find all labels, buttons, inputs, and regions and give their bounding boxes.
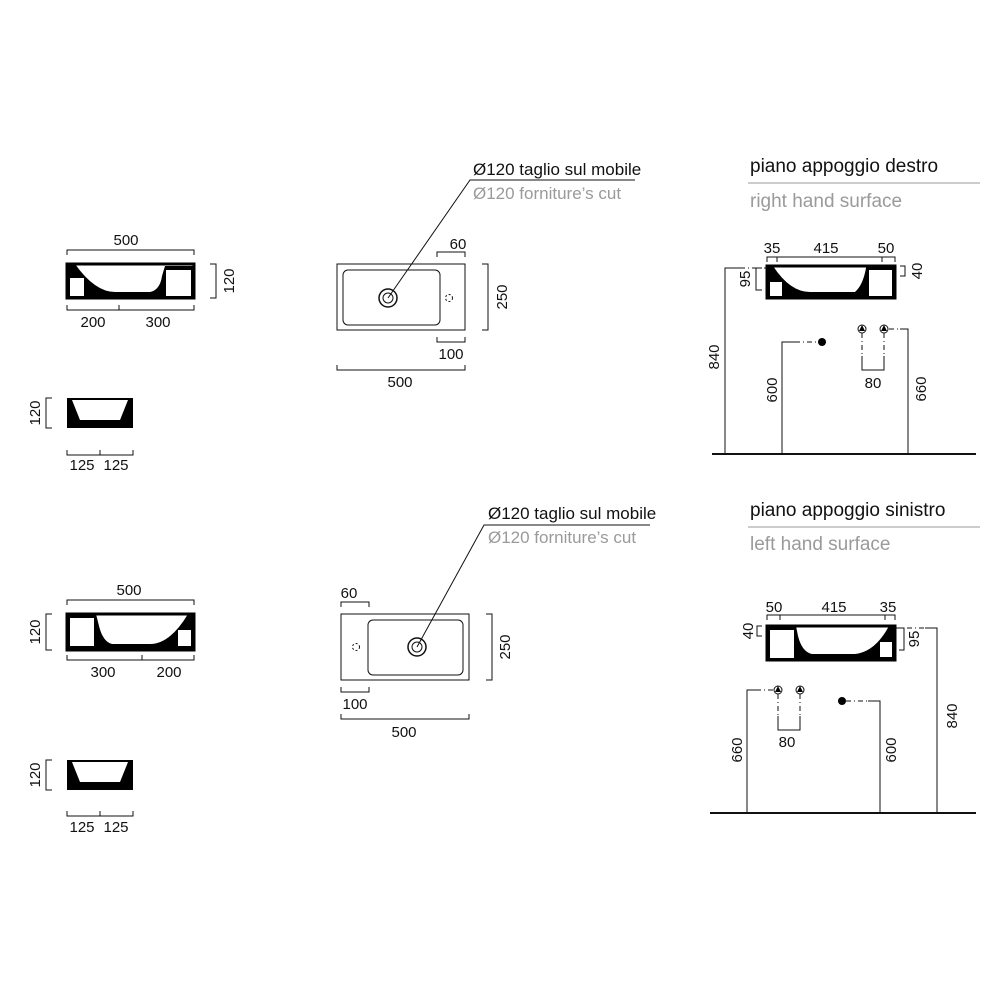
- dim-right: 125: [103, 819, 128, 836]
- dim-width: 500: [387, 374, 412, 391]
- elevation-left: piano appoggio sinistro left hand surfac…: [710, 500, 980, 814]
- dim-shelf-height: 40: [740, 623, 757, 640]
- front-view-left: 500 120 300 200: [27, 582, 196, 681]
- dim-depth: 250: [497, 634, 514, 659]
- front-view-right: 500 120 200 300: [65, 232, 238, 331]
- dim-left: 125: [69, 457, 94, 474]
- elevation-subtitle: right hand surface: [750, 191, 902, 212]
- dim-left: 200: [80, 314, 105, 331]
- dim-height: 120: [27, 619, 44, 644]
- dim-tap-offset: 60: [450, 236, 467, 253]
- dim-supply-spacing: 80: [865, 375, 882, 392]
- dim-right: 200: [156, 664, 181, 681]
- dim-top-height: 840: [706, 344, 723, 369]
- dim-inner-depth: 95: [906, 631, 923, 648]
- dim-depth: 250: [494, 284, 511, 309]
- dim-top-height: 840: [944, 703, 961, 728]
- dim-drain-height: 600: [883, 737, 900, 762]
- callout-it: Ø120 taglio sul mobile: [488, 504, 656, 523]
- dim-rim-left: 35: [764, 240, 781, 257]
- drain-icon: [378, 288, 398, 308]
- tap-hole-icon: [445, 294, 453, 302]
- dim-rim-left: 50: [766, 599, 783, 616]
- dim-shelf: 100: [438, 346, 463, 363]
- dim-height: 120: [27, 400, 44, 425]
- dim-height: 120: [221, 268, 238, 293]
- plan-view-right: Ø120 taglio sul mobile Ø120 forniture’s …: [336, 160, 641, 391]
- dim-tap-offset: 60: [341, 585, 358, 602]
- dim-width: 500: [116, 582, 141, 599]
- elevation-subtitle: left hand surface: [750, 534, 890, 555]
- callout-en: Ø120 forniture’s cut: [473, 184, 621, 203]
- drain-point-icon: [818, 338, 826, 346]
- tap-hole-icon: [352, 643, 360, 651]
- dim-basin: 415: [821, 599, 846, 616]
- side-view-left: 120 125 125: [27, 759, 134, 836]
- dim-drain-height: 600: [764, 377, 781, 402]
- dim-rim-right: 35: [880, 599, 897, 616]
- dim-right: 125: [103, 457, 128, 474]
- dim-rim-right: 50: [878, 240, 895, 257]
- dim-shelf: 100: [342, 696, 367, 713]
- drain-point-icon: [838, 697, 846, 705]
- plan-view-left: Ø120 taglio sul mobile Ø120 forniture’s …: [340, 504, 656, 741]
- dim-left: 125: [69, 819, 94, 836]
- dim-supply-spacing: 80: [779, 734, 796, 751]
- dim-supply-height: 660: [913, 376, 930, 401]
- dim-inner-depth: 95: [737, 271, 754, 288]
- dim-width: 500: [113, 232, 138, 249]
- callout-it: Ø120 taglio sul mobile: [473, 160, 641, 179]
- dim-height: 120: [27, 762, 44, 787]
- callout-en: Ø120 forniture’s cut: [488, 528, 636, 547]
- elevation-title: piano appoggio sinistro: [750, 500, 945, 521]
- dim-basin: 415: [813, 240, 838, 257]
- elevation-title: piano appoggio destro: [750, 156, 938, 177]
- dim-right: 300: [145, 314, 170, 331]
- dim-left: 300: [90, 664, 115, 681]
- side-view-right: 120 125 125: [27, 397, 134, 474]
- elevation-right: piano appoggio destro right hand surface…: [706, 156, 980, 455]
- dim-width: 500: [391, 724, 416, 741]
- drain-icon: [407, 637, 427, 657]
- dim-supply-height: 660: [729, 737, 746, 762]
- dim-shelf-height: 40: [909, 263, 926, 280]
